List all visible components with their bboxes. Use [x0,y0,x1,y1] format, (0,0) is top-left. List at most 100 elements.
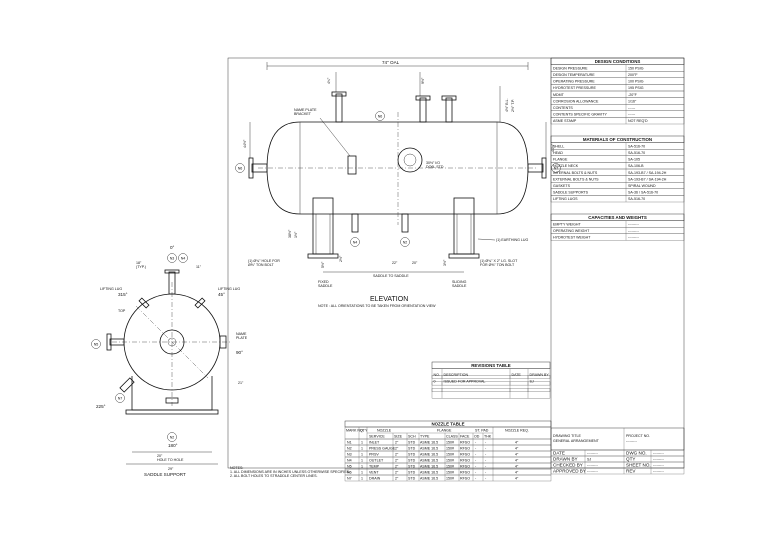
drawing-title-label: DRAWING TITLE [553,434,582,438]
svg-text:4¾": 4¾" [327,77,331,84]
drawing-title: GENERAL ARRANGEMENT [553,439,600,443]
table-row-label: DESIGN PRESSURE [553,66,588,70]
table-row-label: DESIGN TEMPERATURE [553,73,595,77]
svg-text:2½": 2½" [339,255,343,262]
svg-text:N7: N7 [554,166,559,170]
nozzle-row-cell: 1 [361,458,363,462]
table-row-value: 195 PSIG [628,86,644,90]
nozzle-group-header: QTY [360,429,368,433]
nozzle-row-cell: - [485,458,487,462]
svg-text:21": 21" [238,381,244,385]
title-block-cell: CHECKED BY [553,463,583,468]
nozzle-row-cell: RFSO [460,476,470,480]
nozzle-row-cell: 2" [395,470,399,474]
nozzle-row-cell: 150# [446,458,454,462]
nozzle-row-cell: N2 [347,446,352,450]
table-row-label: MDMT [553,93,565,97]
nozzle-row-cell: - [485,476,487,480]
nozzle-sub-header: SIZE [394,435,403,439]
svg-text:5½": 5½" [321,261,325,268]
nozzle-row-cell: 150# [446,440,454,444]
nozzle-row-cell: 4" [515,458,519,462]
title-block-cell: --------- [653,464,665,468]
nozzle-group-header: ST. PAD [475,429,489,433]
table-row-value: NOT REQ'D [628,119,648,123]
svg-text:N6: N6 [238,166,243,170]
svg-text:90°: 90° [236,350,243,355]
table-row-value: 200°F [628,73,638,77]
table-row-value: --------- [628,236,640,240]
nozzle-row-cell: - [475,440,477,444]
svg-text:180°: 180° [168,443,178,448]
side-nozzle-n6 [248,157,268,179]
svg-text:2. ALL BOLT HOLES TO STRADDLE: 2. ALL BOLT HOLES TO STRADDLE CENTER LIN… [230,474,317,478]
nozzle-row-cell: ASME 16.5 [420,470,438,474]
table-row-label: EMPTY WEIGHT [553,222,581,226]
table-row-value: 100 PSIG [628,80,644,84]
table-row-label: OPERATING WEIGHT [553,229,590,233]
bottom-nozzle-n2 [401,213,409,233]
end-view: N3 N4 N5 N7 N2 0° 315° 45° 90° 180° 225°… [91,245,248,477]
nozzle-row-cell: PRSV [369,452,379,456]
nozzle-row-cell: ASME 16.5 [420,476,438,480]
table-row-value: SPIRAL WOUND [628,184,656,188]
nozzle-row-cell: ASME 16.5 [420,446,438,450]
manway-flange [397,147,423,173]
nozzle-row-cell: 2" [395,476,399,480]
svg-text:LIFTING LUG: LIFTING LUG [100,287,122,291]
table-row-value: SA-106-B [628,164,644,168]
table-title: MATERIALS OF CONSTRUCTION [583,137,652,142]
svg-text:TOP: TOP [118,309,126,313]
end-balloon-n5: N5 [91,339,101,349]
svg-text:22": 22" [392,261,398,265]
svg-text:N6: N6 [378,114,383,118]
svg-text:N5: N5 [94,342,99,346]
nozzle-row-cell: 4" [515,464,519,468]
elevation-title: ELEVATION [370,296,408,303]
nozzle-row-cell: 1 [361,446,363,450]
title-block-cell: SHEET NO. [626,463,651,468]
table-row-value: SA-36 / SA-516-70 [628,191,658,195]
name-plate-bracket [347,155,357,175]
svg-text:N2: N2 [170,435,175,439]
nozzle-sub-header: OD [474,435,480,439]
table-row-value: --------- [628,229,640,233]
nozzle-row-cell: 2" [395,464,399,468]
table-row-label: OPERATING PRESSURE [553,80,595,84]
nozzle-row-cell: 1 [361,440,363,444]
table-title: CAPACITIES AND WEIGHTS [588,215,647,220]
title-block-cell: APPROVED BY [553,469,586,474]
end-balloon-n7: N7 [115,393,125,403]
table-row-label: HYDROTEST PRESSURE [553,86,596,90]
svg-text:11": 11" [196,265,202,269]
title-block-cell: REV [626,469,636,474]
elevation-view: 74" OAL [235,60,561,308]
nozzle-row-cell: - [485,452,487,456]
revisions-cell: 0 [434,380,436,384]
nozzle-row-cell: 1 [361,464,363,468]
nozzle-row-cell: 2" [395,440,399,444]
nozzle-row-cell: - [485,470,487,474]
title-block-cell: DWG NO. [626,451,647,456]
nozzle-row-cell: 150# [446,464,454,468]
nozzle-row-cell: ASME 16.5 [420,458,438,462]
nozzle-row-cell: INLET [369,440,380,444]
table-title: DESIGN CONDITIONS [595,59,641,64]
table-title: REVISIONS TABLE [471,363,511,368]
nozzle-row-cell: STD [408,470,416,474]
nozzle-row-cell: RFSO [460,440,470,444]
nozzle-row-cell: ASME 16.5 [420,440,438,444]
nozzle-row-cell: - [485,464,487,468]
title-block-cell: --------- [653,458,665,462]
title-block-cell: --------- [587,470,599,474]
revisions-cell: NO. [434,373,440,377]
revisions-cell: DRAWN BY [530,373,550,377]
table-row-label: SHELL [553,144,564,148]
nozzle-row-cell: ASME 16.5 [420,452,438,456]
overall-length-dim: 74" OAL [382,60,400,65]
svg-text:LIFTING LUG: LIFTING LUG [218,287,240,291]
table-row-label: HYDROTEST WEIGHT [553,236,591,240]
